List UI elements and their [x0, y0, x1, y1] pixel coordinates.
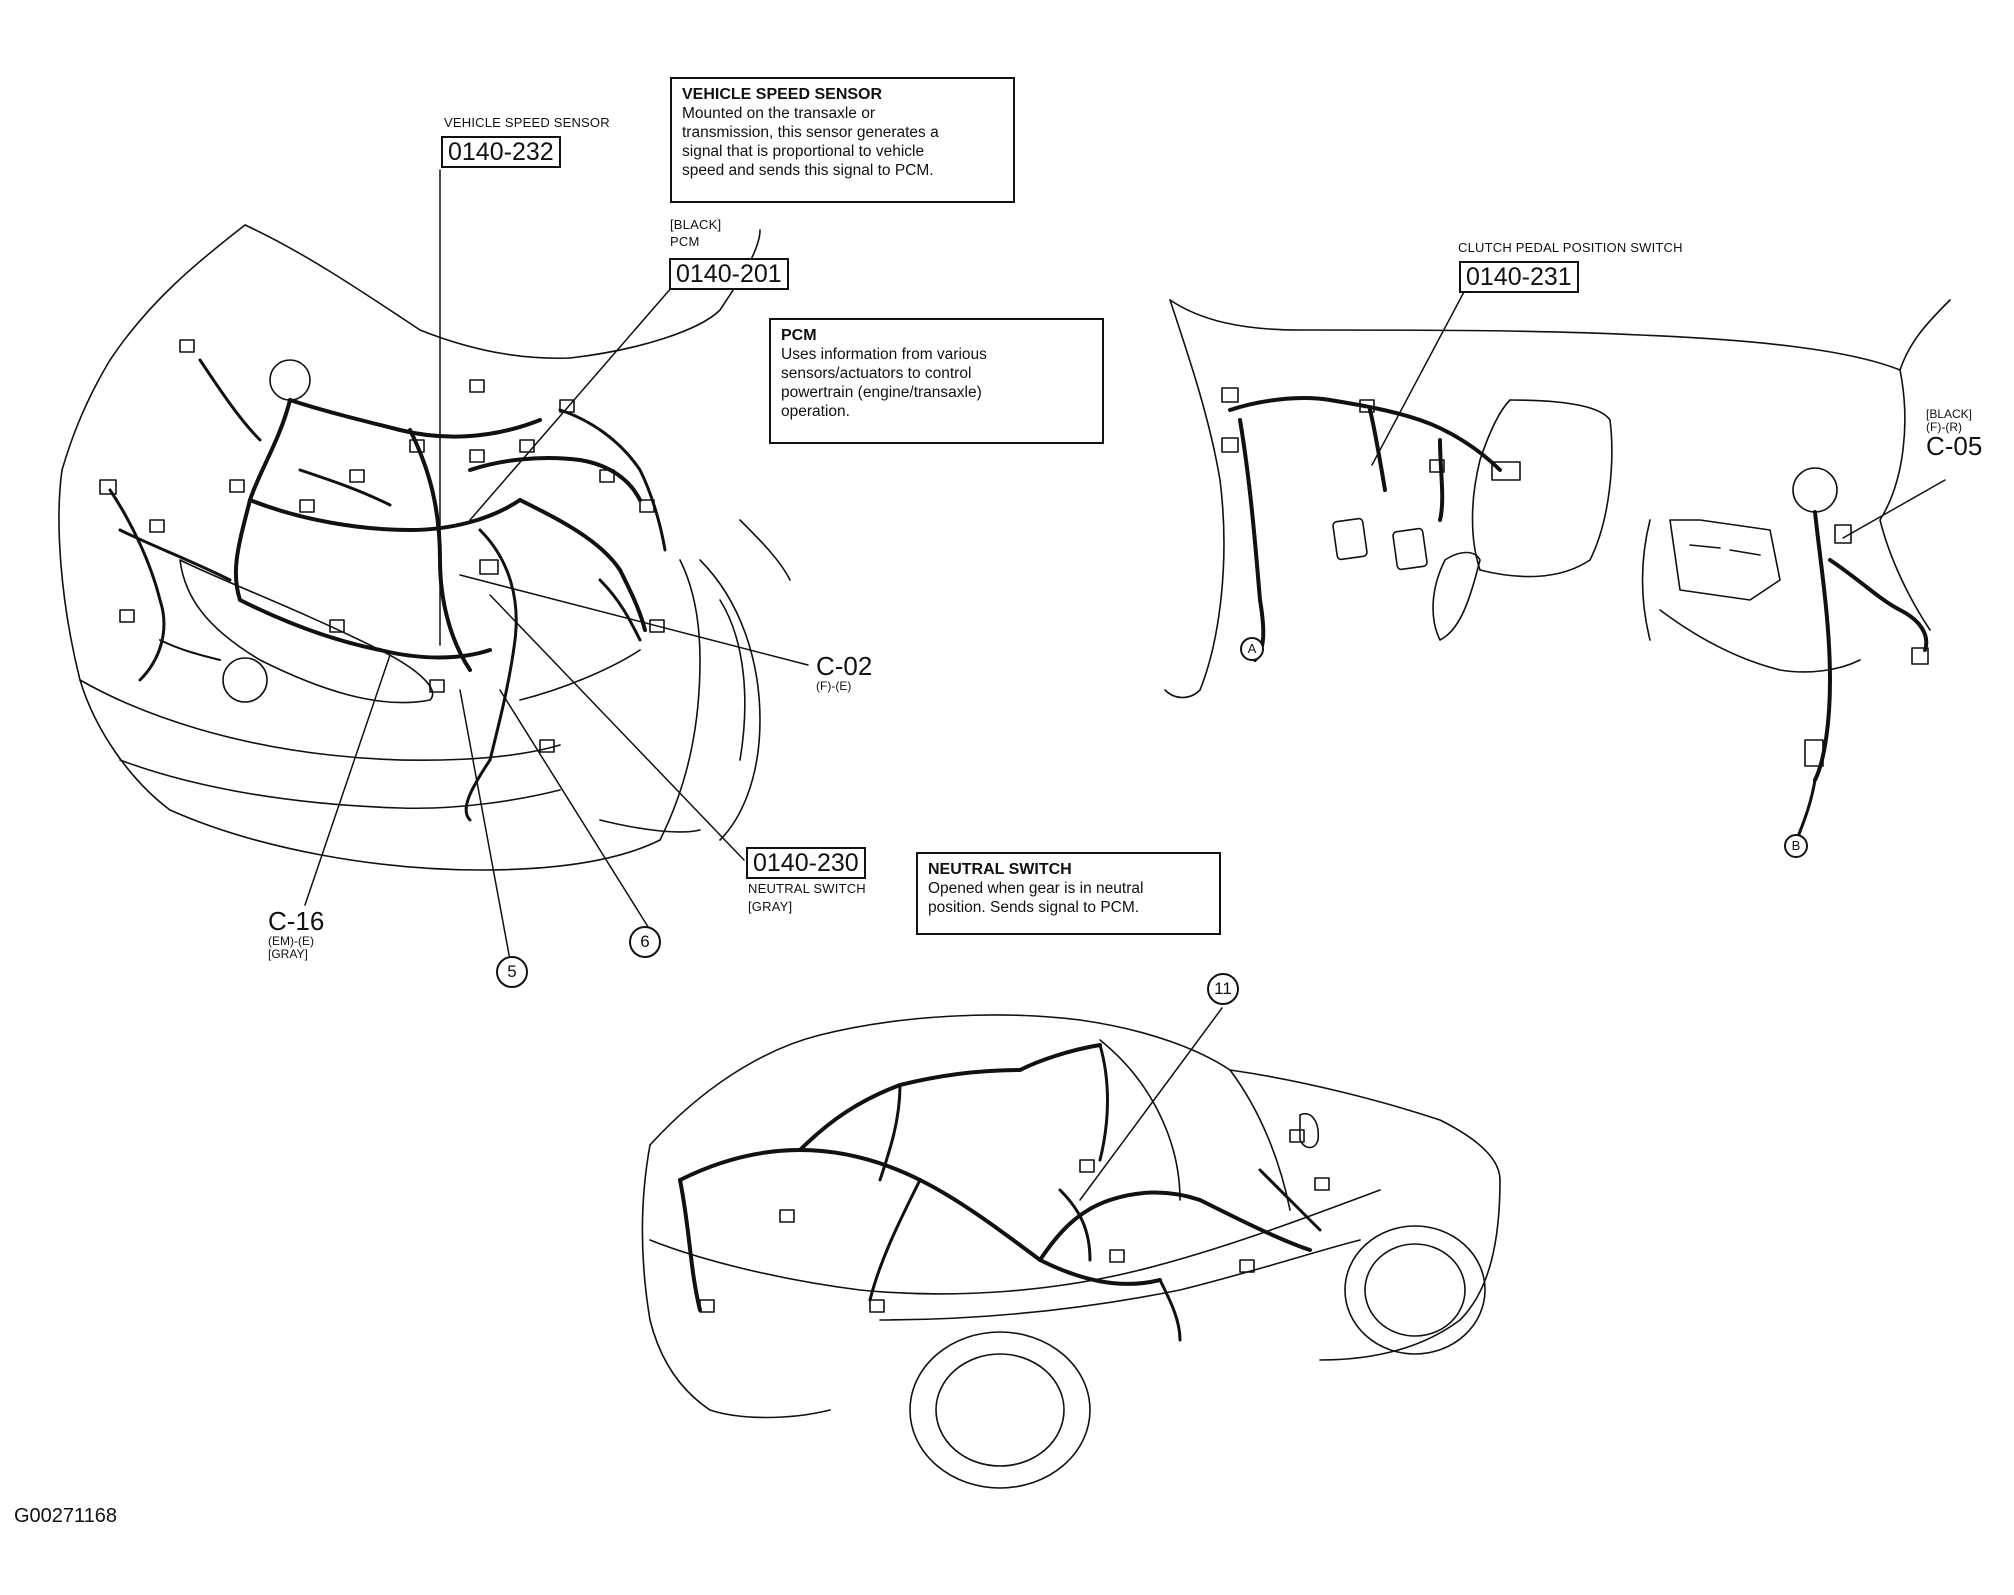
- rear-leaders: [1079, 1007, 1223, 1201]
- neutral-box-text: Opened when gear is in neutral position.…: [928, 880, 1144, 916]
- pcm-label: PCM: [670, 234, 700, 249]
- c05-connector-label: [BLACK] (F)-(R) C-05: [1926, 408, 1982, 460]
- pcm-code: 0140-201: [669, 258, 789, 290]
- dash-interior-drawing: [1164, 299, 1951, 847]
- clutch-label: CLUTCH PEDAL POSITION SWITCH: [1458, 240, 1683, 255]
- engine-bay-leaders: [304, 169, 809, 961]
- callout-11: 11: [1207, 973, 1239, 1005]
- neutral-box-title: NEUTRAL SWITCH: [928, 861, 1072, 878]
- c02-id: C-02: [816, 651, 873, 681]
- neutral-color: [GRAY]: [748, 899, 793, 914]
- neutral-code: 0140-230: [746, 847, 866, 879]
- vss-box-text: Mounted on the transaxle or transmission…: [682, 105, 939, 179]
- callout-6: 6: [629, 926, 661, 958]
- c16-pins: (EM)-(E): [268, 934, 314, 949]
- c16-id: C-16: [268, 906, 325, 936]
- pcm-color: [BLACK]: [670, 217, 722, 232]
- vss-box-title: VEHICLE SPEED SENSOR: [682, 86, 883, 103]
- vss-label: VEHICLE SPEED SENSOR: [444, 115, 610, 130]
- rear-body-drawing: [641, 1014, 1501, 1489]
- figure-id: G00271168: [14, 1505, 118, 1527]
- neutral-description-box: NEUTRAL SWITCH Opened when gear is in ne…: [916, 852, 1221, 935]
- c05-pins: (F)-(R): [1926, 419, 1962, 434]
- vss-description-box: VEHICLE SPEED SENSOR Mounted on the tran…: [670, 77, 1015, 203]
- callout-a: A: [1240, 637, 1264, 661]
- callout-5: 5: [496, 956, 528, 988]
- clutch-code: 0140-231: [1459, 261, 1579, 293]
- engine-bay-drawing: [58, 224, 791, 871]
- pcm-box-title: PCM: [781, 327, 817, 344]
- c02-pins: (F)-(E): [816, 679, 852, 694]
- c16-connector-label: C-16 (EM)-(E) [GRAY]: [268, 906, 325, 961]
- c05-id: C-05: [1926, 431, 1983, 462]
- pcm-description-box: PCM Uses information from various sensor…: [769, 318, 1104, 444]
- dash-leaders: [1371, 289, 1946, 539]
- neutral-label: NEUTRAL SWITCH: [748, 881, 866, 896]
- c05-color: [BLACK]: [1926, 407, 1973, 421]
- pcm-box-text: Uses information from various sensors/ac…: [781, 346, 987, 420]
- c16-color: [GRAY]: [268, 946, 308, 961]
- vss-code: 0140-232: [441, 136, 561, 168]
- c02-connector-label: C-02 (F)-(E): [816, 651, 873, 694]
- callout-b: B: [1784, 834, 1808, 858]
